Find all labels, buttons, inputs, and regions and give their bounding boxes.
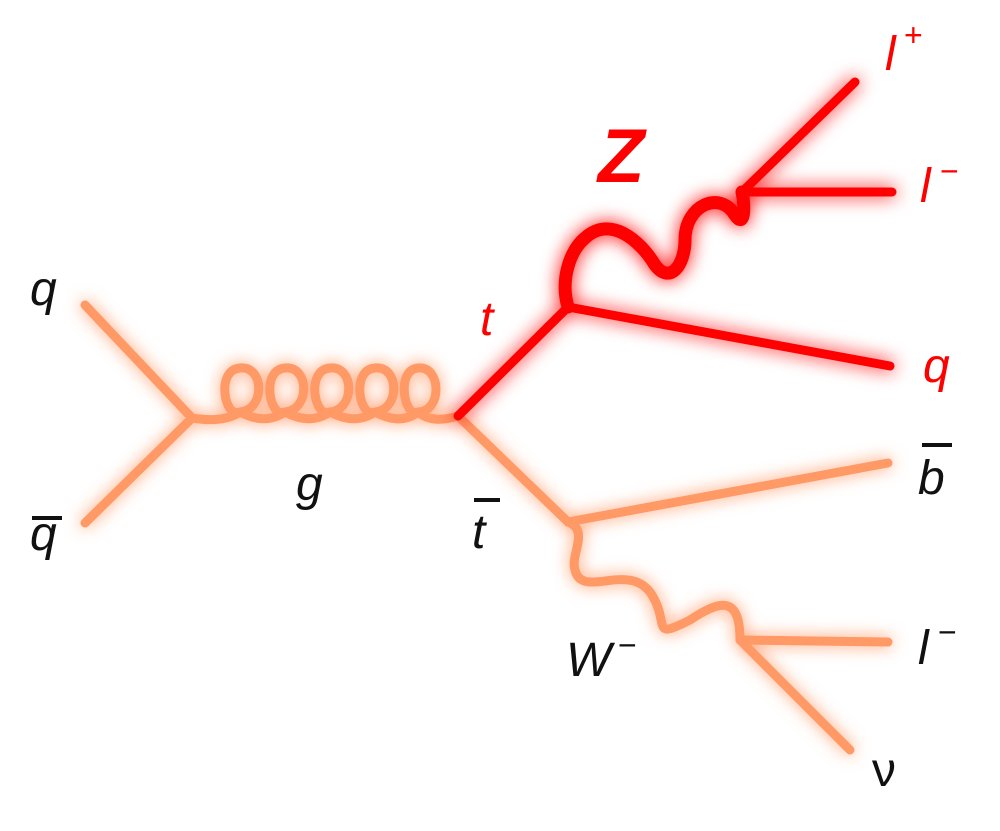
gluon-label: g xyxy=(296,458,323,511)
svg-text:b: b xyxy=(918,452,945,505)
incoming-antiquark-label: q xyxy=(30,508,62,561)
svg-text:l: l xyxy=(920,160,932,213)
antibottom-label: b xyxy=(918,443,952,505)
neutrino-line xyxy=(735,635,855,755)
lepton-plus-label: l + xyxy=(885,17,923,81)
svg-text:l: l xyxy=(918,622,930,675)
lepton-minus-z-label: l − xyxy=(920,153,959,213)
incoming-quark-line xyxy=(80,300,197,423)
neutrino-label: ν xyxy=(872,744,896,797)
lepton-plus-line xyxy=(737,77,860,197)
incoming-antiquark-line xyxy=(80,413,197,528)
svg-text:−: − xyxy=(940,153,959,189)
z-boson-propagator xyxy=(558,185,751,314)
svg-text:q: q xyxy=(30,508,57,561)
svg-text:l: l xyxy=(885,28,897,81)
w-boson-propagator xyxy=(563,517,745,645)
lepton-minus-w-label: l − xyxy=(918,614,957,675)
lepton-minus-w-line xyxy=(735,635,893,647)
top-line xyxy=(453,302,573,421)
top-label: t xyxy=(480,293,495,346)
incoming-quark-label: q xyxy=(30,263,57,316)
svg-text:−: − xyxy=(618,627,637,663)
gluon-propagator xyxy=(187,363,463,425)
outgoing-quark-line xyxy=(563,302,895,371)
svg-text:t: t xyxy=(472,506,487,559)
svg-text:+: + xyxy=(904,17,923,53)
z-boson-label: Z xyxy=(596,114,647,199)
antitop-line xyxy=(453,411,573,527)
antibottom-line xyxy=(563,458,893,527)
svg-text:W: W xyxy=(566,634,616,687)
w-boson-label: W − xyxy=(566,627,637,687)
outgoing-quark-label: q xyxy=(923,340,950,393)
antitop-label: t xyxy=(472,498,500,559)
svg-text:−: − xyxy=(938,614,957,650)
